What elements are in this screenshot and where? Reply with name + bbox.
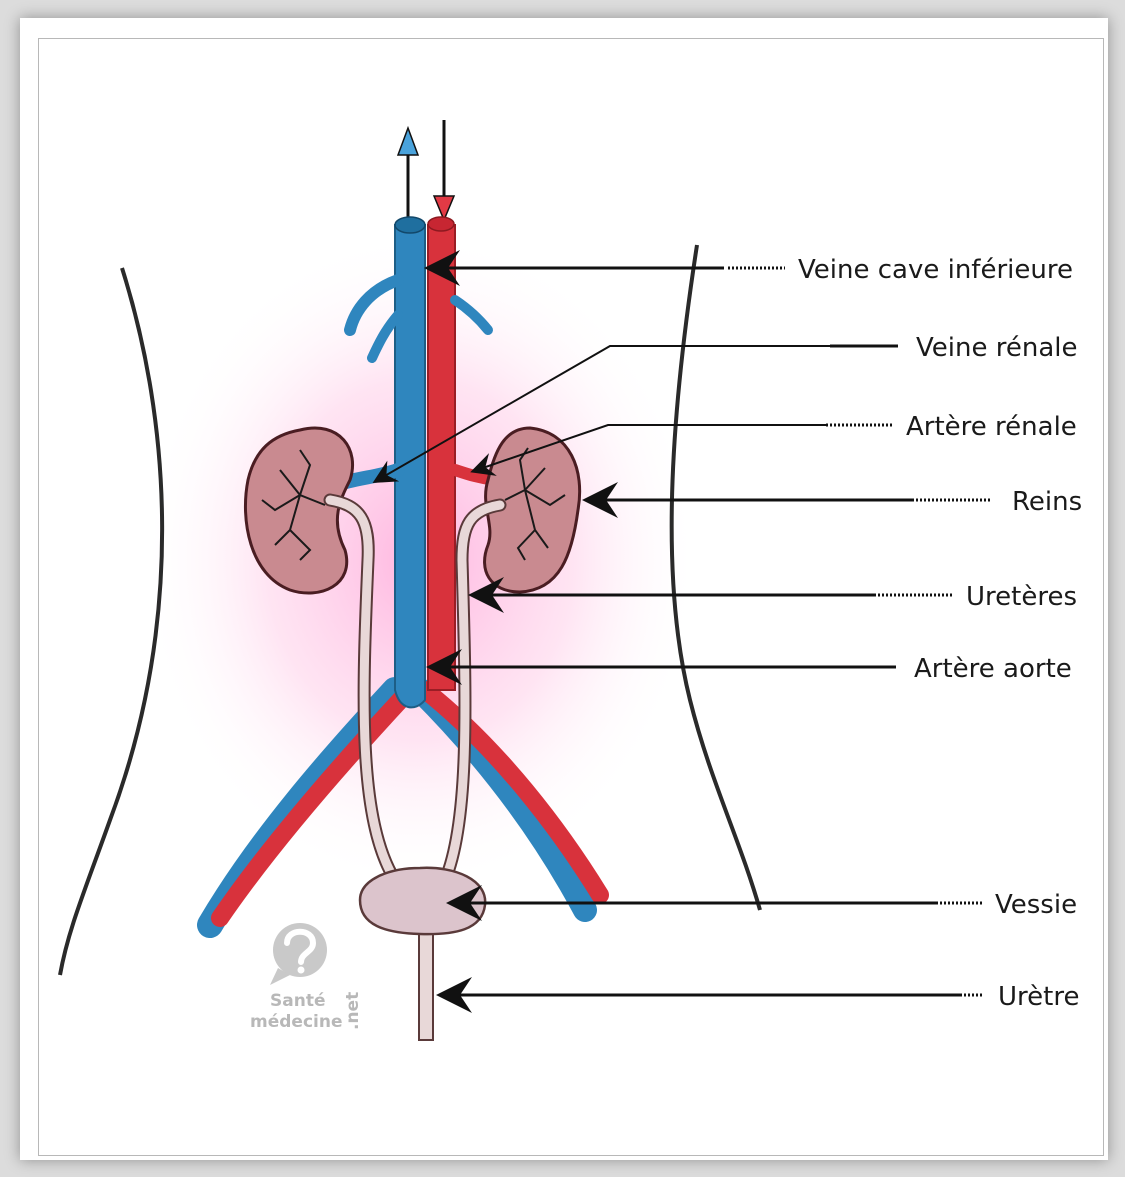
bladder [360,868,485,934]
watermark-logo [270,923,327,985]
label-veine-renale: Veine rénale [916,333,1077,363]
label-ureteres: Uretères [966,582,1077,612]
vein-flow-arrow [398,128,418,220]
watermark-line2: médecine [250,1012,342,1032]
label-uretre: Urètre [998,982,1079,1012]
label-vessie: Vessie [995,890,1077,920]
watermark-line1: Santé [270,991,325,1011]
label-artere-aorte: Artère aorte [914,654,1072,684]
label-veine-cave-inferieure: Veine cave inférieure [798,255,1073,285]
kidney-left [245,428,352,593]
label-reins: Reins [1012,487,1082,517]
label-artere-renale: Artère rénale [906,412,1077,442]
watermark-suffix: .net [343,992,363,1030]
urethra [419,920,433,1040]
artery-flow-arrow [434,120,454,220]
